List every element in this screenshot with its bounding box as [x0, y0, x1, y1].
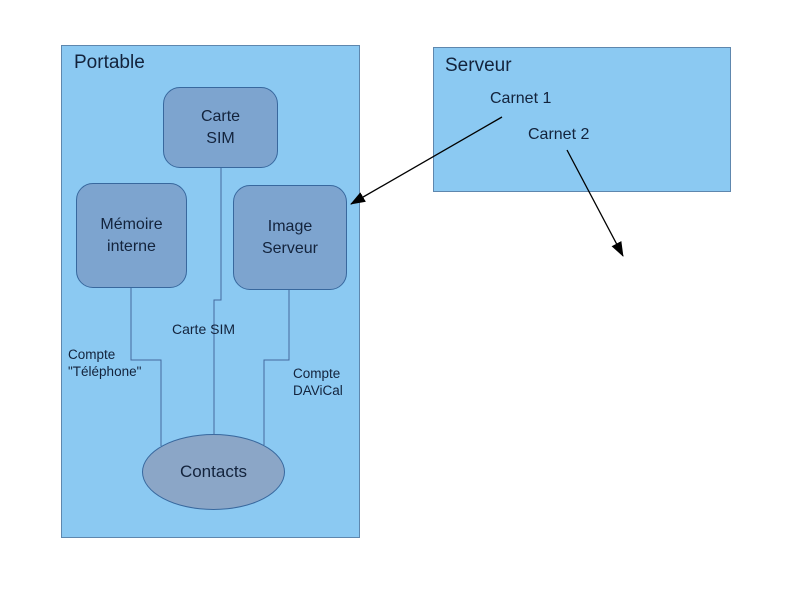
node-carte-sim: Carte SIM — [163, 87, 278, 168]
node-image-serveur-label-line1: Image — [267, 217, 313, 235]
node-contacts-label: Contacts — [179, 462, 248, 481]
label-compte-telephone: Compte "Téléphone" — [68, 346, 141, 380]
node-carte-sim-label-line2: SIM — [206, 129, 235, 147]
node-memoire-interne: Mémoire interne — [76, 183, 187, 288]
node-carte-sim-label-line1: Carte — [200, 107, 241, 125]
serveur-container: Serveur — [433, 47, 731, 192]
label-compte-davical-line1: Compte — [293, 366, 341, 381]
label-compte-telephone-line1: Compte — [68, 347, 116, 362]
serveur-title: Serveur — [445, 55, 512, 76]
node-image-serveur-label-line2: Serveur — [261, 239, 319, 257]
node-image-serveur: Image Serveur — [233, 185, 347, 290]
carnet-1-label: Carnet 1 — [490, 90, 552, 107]
carnet-2-label: Carnet 2 — [528, 126, 590, 143]
label-compte-davical-line2: DAViCal — [293, 383, 343, 398]
portable-title: Portable — [74, 52, 145, 73]
label-compte-telephone-line2: "Téléphone" — [68, 364, 142, 379]
node-memoire-interne-label-line1: Mémoire — [100, 215, 163, 233]
label-compte-davical: Compte DAViCal — [293, 365, 343, 399]
node-contacts-ellipse: Contacts — [142, 434, 285, 510]
node-memoire-interne-label-line2: interne — [107, 237, 156, 255]
label-carte-sim-connector: Carte SIM — [172, 321, 236, 337]
